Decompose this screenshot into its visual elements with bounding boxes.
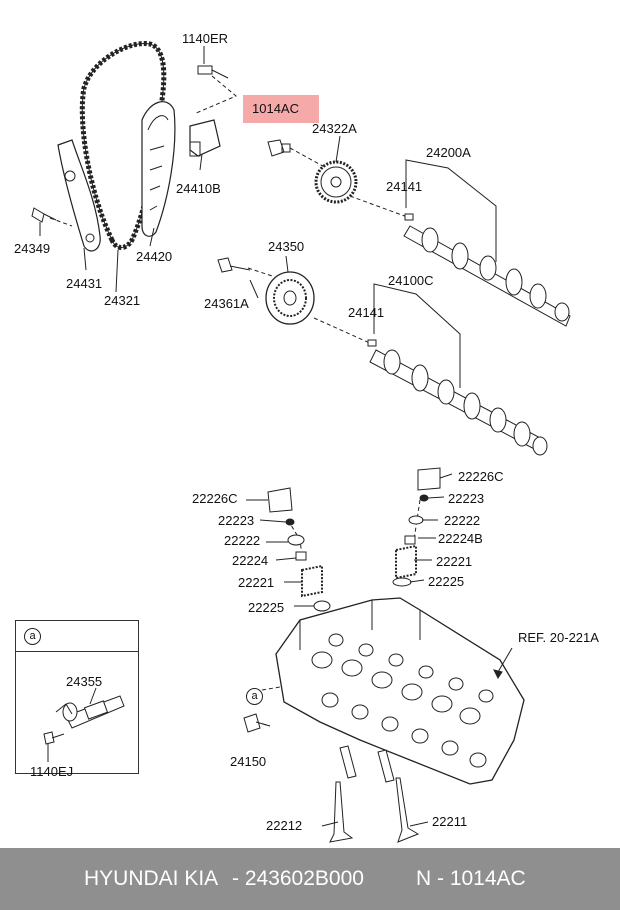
label-22221-right: 22221 (436, 554, 473, 569)
intake-valve (329, 781, 354, 843)
cam-sprocket (314, 160, 358, 204)
camshaft-exhaust (403, 213, 571, 327)
label-22222-left: 22222 (224, 533, 261, 548)
marker-a: a (246, 688, 263, 705)
label-22223-right: 22223 (448, 491, 485, 506)
inset-marker-a: a (24, 628, 41, 645)
label-22212: 22212 (266, 818, 303, 833)
label-22221-left: 22221 (238, 575, 275, 590)
label-24420: 24420 (136, 249, 173, 264)
label-22223-left: 22223 (218, 513, 255, 528)
label-24150: 24150 (230, 754, 267, 769)
label-24355: 24355 (66, 674, 103, 689)
label-24322a: 24322A (312, 121, 357, 136)
label-24321: 24321 (104, 293, 141, 308)
label-1140ej: 1140EJ (30, 764, 74, 779)
inset-header: a (16, 621, 138, 652)
camshaft-intake (367, 339, 548, 456)
inset-box: a 24355 1140EJ (15, 620, 139, 779)
label-24100c: 24100C (388, 273, 434, 288)
footer-brand: HYUNDAI KIA (84, 867, 219, 890)
parts-diagram: 1140ER 1014AC 24322A 24200A 24141 24410B… (14, 31, 599, 843)
label-22224b: 22224B (438, 531, 483, 546)
label-22225-right: 22225 (428, 574, 465, 589)
chain-guide (141, 101, 176, 237)
label-24349: 24349 (14, 241, 51, 256)
label-24350: 24350 (268, 239, 305, 254)
chain-tensioner (189, 119, 221, 157)
footer-ref-number: N - 1014AC (416, 867, 526, 890)
cylinder-head (275, 597, 525, 785)
label-22226c-left: 22226C (192, 491, 238, 506)
label-22222-right: 22222 (444, 513, 481, 528)
label-ref: REF. 20-221A (518, 630, 599, 645)
diagram-drawing (31, 41, 571, 843)
label-22224-left: 22224 (232, 553, 269, 568)
label-24200a: 24200A (426, 145, 471, 160)
label-1014ac: 1014AC (252, 101, 299, 116)
label-24361a: 24361A (204, 296, 249, 311)
label-1140er: 1140ER (182, 31, 229, 46)
label-24141-upper: 24141 (386, 179, 423, 194)
footer-part-number: - 243602B000 (232, 867, 364, 890)
label-24431: 24431 (66, 276, 103, 291)
label-24410b: 24410B (176, 181, 221, 196)
footer-bar: HYUNDAI KIA - 243602B000 N - 1014AC (0, 848, 620, 910)
exhaust-valve (395, 777, 420, 843)
label-24141-lower: 24141 (348, 305, 385, 320)
highlight-1014ac (243, 95, 319, 123)
label-22211: 22211 (432, 814, 468, 829)
label-22225-left: 22225 (248, 600, 285, 615)
label-22226c-right: 22226C (458, 469, 504, 484)
tensioner-arm (57, 139, 101, 252)
